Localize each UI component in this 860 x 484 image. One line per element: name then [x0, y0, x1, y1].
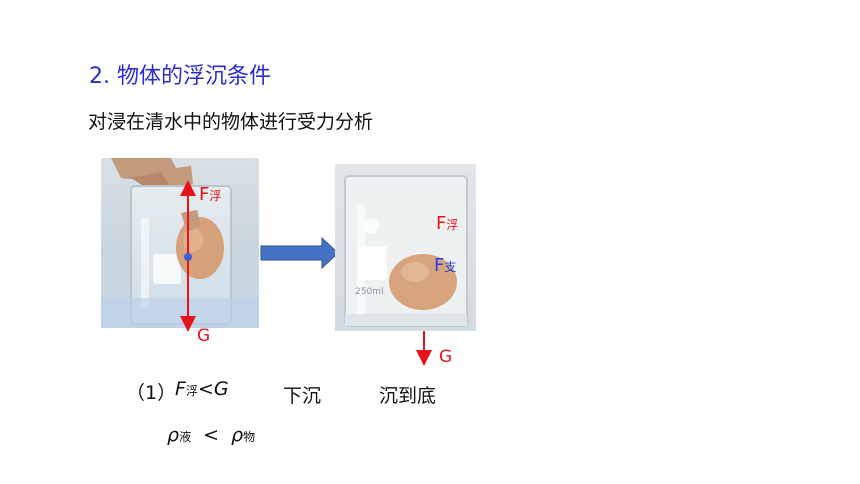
buoyancy-label-left: F浮: [199, 184, 222, 205]
condition-index: （1）: [126, 382, 177, 404]
result-sink-bottom: 沉到底: [379, 385, 437, 407]
density-inequality: ρ液 < ρ物: [167, 424, 256, 446]
gravity-label-left: G: [197, 326, 211, 346]
transition-arrow: [260, 236, 339, 270]
beaker-volume-mark: 250ml: [355, 287, 383, 297]
center-point-left: [184, 253, 192, 261]
left-beaker-illustration: [101, 158, 259, 328]
right-beaker-illustration: 250ml: [335, 164, 476, 331]
slide-subtitle: 对浸在清水中的物体进行受力分析: [88, 111, 374, 133]
slide-title: 2. 物体的浮沉条件: [89, 64, 271, 89]
result-sink: 下沉: [283, 385, 322, 407]
buoyancy-label-right: F浮: [436, 213, 459, 234]
gravity-label-right: G: [439, 347, 453, 367]
condition-inequality: F浮<G: [175, 378, 229, 400]
right-beaker-photo: 250ml: [335, 164, 476, 331]
support-label-right: F支: [434, 255, 457, 276]
left-beaker-photo: [101, 158, 259, 328]
